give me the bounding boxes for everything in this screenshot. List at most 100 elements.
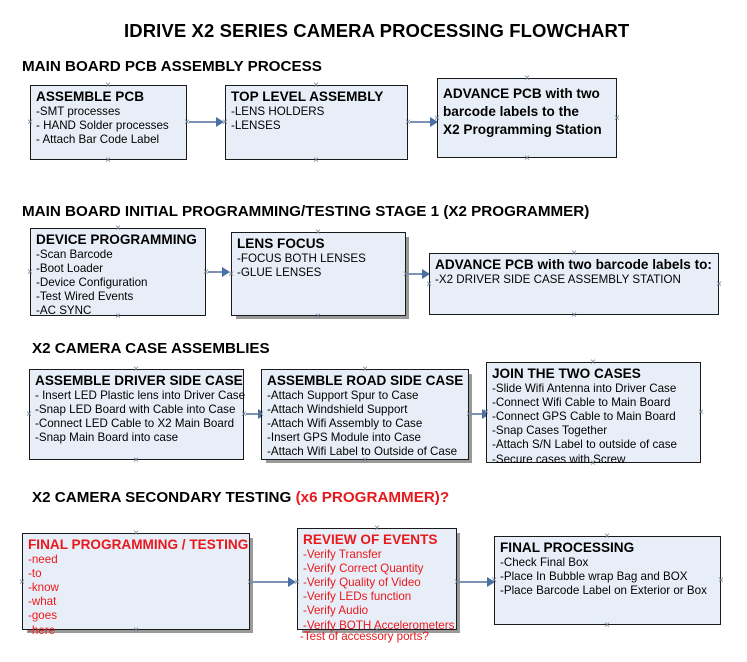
selection-handle-right[interactable] [246, 578, 255, 587]
flow-box-line: -Verify Quality of Video [303, 575, 421, 589]
flow-box-assemble-road-side-case[interactable]: ASSEMBLE ROAD SIDE CASE -Attach Support … [261, 369, 469, 460]
selection-handle-bottom[interactable] [373, 626, 382, 635]
selection-handle-bottom[interactable] [361, 456, 370, 465]
connector-shaft [252, 581, 289, 583]
selection-handle-bottom[interactable] [314, 312, 323, 321]
flow-box-line: -LENSES [231, 118, 281, 132]
flow-box-line: - Attach Bar Code Label [36, 132, 160, 146]
flow-box-lens-focus[interactable]: LENS FOCUS -FOCUS BOTH LENSES -GLUE LENS… [231, 232, 406, 316]
selection-handle-bottom[interactable] [589, 459, 598, 468]
selection-handle-left[interactable] [25, 410, 34, 419]
connector-lens-focus-to-advance-pcb-driver-side [408, 269, 430, 279]
selection-handle-left[interactable] [490, 576, 499, 585]
selection-handle-top[interactable] [132, 365, 141, 374]
selection-handle-bottom[interactable] [132, 456, 141, 465]
selection-handle-bottom[interactable] [114, 312, 123, 321]
flow-box-review-of-events[interactable]: REVIEW OF EVENTS -Verify Transfer -Verif… [297, 528, 457, 632]
section-heading-x2-camera-case-assemblies: X2 CAMERA CASE ASSEMBLIES [32, 340, 270, 357]
selection-handle-top[interactable] [523, 74, 532, 83]
flow-box-line: -Snap LED Board with Cable into Case [35, 402, 236, 416]
selection-handle-right[interactable] [697, 408, 706, 417]
section-heading-accent: (x6 PROGRAMMER)? [295, 489, 450, 506]
flow-box-final-processing[interactable]: FINAL PROCESSING -Check Final Box -Place… [494, 536, 721, 625]
selection-handle-top[interactable] [373, 524, 382, 533]
flow-box-line: -Attach Wifi Assembly to Case [267, 416, 423, 430]
selection-handle-left[interactable] [293, 578, 302, 587]
flow-box-final-programming-testing[interactable]: FINAL PROGRAMMING / TESTING -need -to -k… [22, 533, 250, 637]
flow-box-device-programming[interactable]: DEVICE PROGRAMMING -Scan Barcode -Boot L… [30, 228, 206, 317]
selection-handle-top[interactable] [314, 228, 323, 237]
selection-handle-top[interactable] [114, 224, 123, 233]
section-heading-main-board-initial-programming: MAIN BOARD INITIAL PROGRAMMING/TESTING S… [22, 203, 589, 220]
flow-box-line: -Check Final Box [500, 555, 589, 569]
flow-box-line: -FOCUS BOTH LENSES [237, 251, 366, 265]
selection-handle-right[interactable] [202, 268, 211, 277]
selection-handle-left[interactable] [257, 410, 266, 419]
selection-handle-left[interactable] [482, 408, 491, 417]
selection-handle-left[interactable] [425, 280, 434, 289]
section-heading-x2-camera-secondary-testing: X2 CAMERA SECONDARY TESTING (x6 PROGRAMM… [32, 489, 449, 506]
flow-box-title: TOP LEVEL ASSEMBLY [231, 89, 384, 104]
flow-box-line: -Snap Main Board into case [35, 431, 179, 445]
flow-box-line: -Slide Wifi Antenna into Driver Case [492, 381, 677, 395]
selection-handle-left[interactable] [26, 268, 35, 277]
connector-final-programming-to-review-of-events [252, 577, 296, 587]
flow-box-title: ASSEMBLE DRIVER SIDE CASE [35, 373, 243, 388]
flow-box-title: LENS FOCUS [237, 236, 325, 251]
selection-handle-top[interactable] [312, 81, 321, 90]
selection-handle-top[interactable] [104, 81, 113, 90]
selection-handle-bottom[interactable] [570, 311, 579, 320]
flow-box-title: DEVICE PROGRAMMING [36, 232, 197, 247]
selection-handle-top[interactable] [570, 249, 579, 258]
selection-handle-right[interactable] [717, 576, 726, 585]
selection-handle-right[interactable] [613, 114, 622, 123]
selection-handle-bottom[interactable] [132, 626, 141, 635]
flow-box-line: -X2 DRIVER SIDE CASE ASSEMBLY STATION [435, 272, 681, 286]
selection-handle-right[interactable] [240, 410, 249, 419]
connector-shaft [189, 121, 217, 123]
flow-box-line: -Snap Cases Together [492, 424, 608, 438]
selection-handle-bottom[interactable] [523, 154, 532, 163]
selection-handle-left[interactable] [26, 118, 35, 127]
flow-box-title: REVIEW OF EVENTS [303, 532, 438, 547]
selection-handle-top[interactable] [361, 365, 370, 374]
flow-box-line: -Verify LEDs function [303, 590, 412, 604]
flow-box-line: -Device Configuration [36, 275, 148, 289]
selection-handle-right[interactable] [183, 118, 192, 127]
selection-handle-bottom[interactable] [312, 156, 321, 165]
section-heading-text: MAIN BOARD INITIAL PROGRAMMING/TESTING S… [22, 203, 590, 220]
flow-box-line: -SMT processes [36, 104, 121, 118]
selection-handle-bottom[interactable] [104, 156, 113, 165]
selection-handle-left[interactable] [221, 118, 230, 127]
flow-box-line: -need [28, 552, 58, 566]
selection-handle-right[interactable] [715, 280, 724, 289]
selection-handle-top[interactable] [589, 358, 598, 367]
flow-box-line: -Attach Windshield Support [267, 402, 408, 416]
flow-box-top-level-assembly[interactable]: TOP LEVEL ASSEMBLY -LENS HOLDERS -LENSES [225, 85, 408, 160]
flow-box-title: FINAL PROGRAMMING / TESTING [28, 537, 249, 552]
selection-handle-left[interactable] [18, 578, 27, 587]
selection-handle-bottom[interactable] [603, 621, 612, 630]
selection-handle-top[interactable] [132, 529, 141, 538]
flow-box-line: -Connect LED Cable to X2 Main Board [35, 416, 235, 430]
connector-shaft [410, 121, 431, 123]
flow-box-line: -Verify Correct Quantity [303, 561, 424, 575]
selection-handle-left[interactable] [433, 114, 442, 123]
selection-handle-left[interactable] [227, 270, 236, 279]
selection-handle-top[interactable] [603, 532, 612, 541]
flow-box-advance-pcb-driver-side-case[interactable]: ADVANCE PCB with two barcode labels to: … [429, 253, 719, 315]
flow-box-overflow-line: -Test of accessory ports? [300, 630, 429, 643]
flow-box-line: -Boot Loader [36, 261, 104, 275]
selection-handle-right[interactable] [465, 410, 474, 419]
flow-box-assemble-pcb[interactable]: ASSEMBLE PCB -SMT processes - HAND Solde… [30, 85, 187, 160]
selection-handle-right[interactable] [402, 270, 411, 279]
flow-box-line: -Verify Transfer [303, 547, 382, 561]
selection-handle-right[interactable] [453, 578, 462, 587]
section-heading-main-board-pcb-assembly: MAIN BOARD PCB ASSEMBLY PROCESS [22, 58, 322, 75]
flow-box-assemble-driver-side-case[interactable]: ASSEMBLE DRIVER SIDE CASE - Insert LED P… [29, 369, 245, 460]
flow-box-line: -Connect Wifi Cable to Main Board [492, 395, 671, 409]
flow-box-line: -goes [28, 609, 58, 623]
flow-box-join-the-two-cases[interactable]: JOIN THE TWO CASES -Slide Wifi Antenna i… [486, 362, 701, 466]
selection-handle-right[interactable] [404, 118, 413, 127]
